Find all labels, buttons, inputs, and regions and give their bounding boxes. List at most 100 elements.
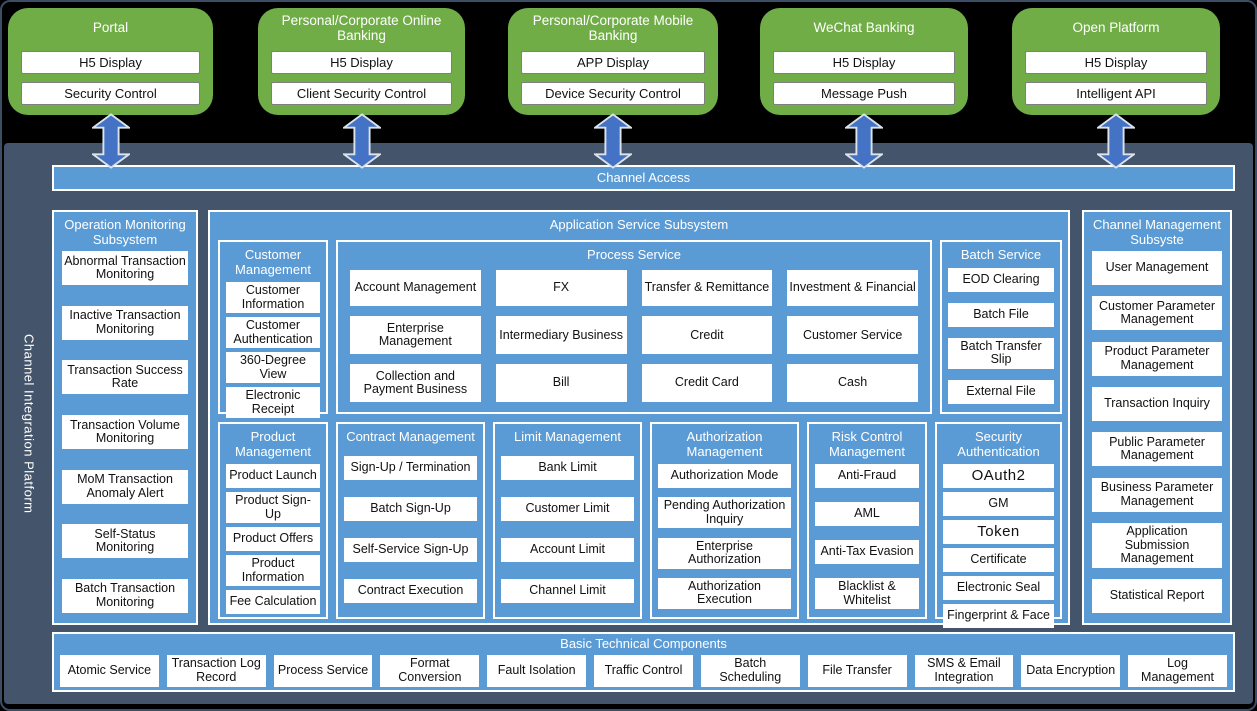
service-item: Self-Service Sign-Up	[344, 537, 477, 562]
service-item: Token	[943, 520, 1054, 545]
service-item: Product Launch	[226, 464, 320, 489]
section-title: Batch Service	[960, 247, 1042, 262]
section-title: Product Management	[235, 429, 311, 459]
double-arrow-icon	[92, 113, 130, 169]
channel-box-mobile-banking: Personal/Corporate Mobile Banking APP Di…	[508, 8, 718, 115]
section-title: Limit Management	[514, 429, 621, 444]
channel-title: Personal/Corporate Mobile Banking	[532, 12, 694, 43]
limit-management-items: Bank Limit Customer Limit Account Limit …	[501, 450, 634, 609]
component-item: File Transfer	[807, 654, 907, 687]
management-item: Business Parameter Management	[1092, 477, 1222, 512]
service-item: Batch Sign-Up	[344, 496, 477, 521]
service-item: Account Limit	[501, 537, 634, 562]
contract-management-items: Sign-Up / Termination Batch Sign-Up Self…	[344, 450, 477, 609]
service-item: Intermediary Business	[495, 316, 627, 355]
service-item: Blacklist & Whitelist	[815, 578, 919, 609]
service-item: Account Management	[350, 269, 481, 307]
service-item: Electronic Seal	[943, 576, 1054, 601]
contract-management-box: Contract Management Sign-Up / Terminatio…	[336, 422, 485, 619]
section-title: Risk Control Management	[829, 429, 905, 459]
double-arrow-icon	[594, 113, 632, 169]
service-item: Pending Authorization Inquiry	[658, 497, 791, 529]
product-management-items: Product Launch Product Sign-Up Product O…	[226, 464, 320, 615]
component-item: Batch Scheduling	[700, 654, 800, 687]
authorization-management-items: Authorization Mode Pending Authorization…	[658, 464, 791, 609]
channel-title: Personal/Corporate Online Banking	[281, 12, 442, 43]
service-item: Transfer & Remittance	[641, 269, 773, 307]
authorization-management-box: Authorization Management Authorization M…	[650, 422, 799, 619]
service-item: AML	[815, 502, 919, 527]
platform-vertical-label: Channel Integration Platform	[21, 333, 37, 514]
service-item: Customer Limit	[501, 496, 634, 521]
management-item: Product Parameter Management	[1092, 341, 1222, 376]
batch-service-box: Batch Service EOD Clearing Batch File Ba…	[940, 240, 1062, 414]
monitoring-item: Batch Transaction Monitoring	[62, 578, 188, 613]
double-arrow-icon	[343, 113, 381, 169]
monitoring-item: Inactive Transaction Monitoring	[62, 305, 188, 340]
basic-components-items: Atomic Service Transaction Log Record Pr…	[60, 654, 1227, 687]
service-item: Fee Calculation	[226, 590, 320, 615]
service-item: Product Sign-Up	[226, 492, 320, 524]
channel-box-wechat-banking: WeChat Banking H5 Display Message Push	[760, 8, 968, 115]
service-item: Credit Card	[641, 364, 773, 402]
basic-technical-components: Basic Technical Components Atomic Servic…	[52, 632, 1235, 692]
service-item: Product Information	[226, 555, 320, 587]
service-item: Investment & Financial	[787, 269, 918, 307]
service-item: Sign-Up / Termination	[344, 455, 477, 480]
channel-box-online-banking: Personal/Corporate Online Banking H5 Dis…	[258, 8, 465, 115]
channel-management-items: User Management Customer Parameter Manag…	[1092, 251, 1222, 613]
service-item: Anti-Fraud	[815, 464, 919, 489]
component-item: Format Conversion	[380, 654, 480, 687]
monitoring-item: Transaction Volume Monitoring	[62, 415, 188, 450]
application-service-subsystem: Application Service Subsystem Customer M…	[208, 210, 1070, 629]
service-item: External File	[948, 379, 1054, 404]
channel-capability: H5 Display	[271, 51, 452, 74]
channel-box-portal: Portal H5 Display Security Control	[8, 8, 213, 115]
double-arrow-icon	[1097, 113, 1135, 169]
service-item: Channel Limit	[501, 578, 634, 603]
component-item: Process Service	[273, 654, 373, 687]
risk-control-items: Anti-Fraud AML Anti-Tax Evasion Blacklis…	[815, 464, 919, 609]
channel-title: Open Platform	[1072, 20, 1160, 36]
section-title: Operation Monitoring Subsystem	[64, 217, 186, 247]
section-title: Application Service Subsystem	[549, 217, 729, 232]
monitoring-item: Abnormal Transaction Monitoring	[62, 251, 188, 286]
section-title: Customer Management	[235, 247, 311, 277]
component-item: SMS & Email Integration	[914, 654, 1014, 687]
limit-management-box: Limit Management Bank Limit Customer Lim…	[493, 422, 642, 619]
service-item: Product Offers	[226, 527, 320, 552]
component-item: Log Management	[1128, 654, 1227, 687]
channel-title: WeChat Banking	[813, 20, 915, 36]
service-item: Contract Execution	[344, 578, 477, 603]
channel-box-open-platform: Open Platform H5 Display Intelligent API	[1012, 8, 1220, 115]
component-item: Fault Isolation	[487, 654, 587, 687]
service-item: Batch File	[948, 302, 1054, 327]
section-title: Security Authentication	[957, 429, 1040, 459]
service-item: Cash	[787, 364, 918, 402]
component-item: Atomic Service	[60, 654, 159, 687]
channel-capability: H5 Display	[21, 51, 200, 74]
service-item: Customer Service	[787, 316, 918, 355]
channel-capability: Device Security Control	[521, 82, 705, 105]
monitoring-item: MoM Transaction Anomaly Alert	[62, 469, 188, 504]
risk-control-management-box: Risk Control Management Anti-Fraud AML A…	[807, 422, 927, 619]
channel-capability: H5 Display	[1025, 51, 1207, 74]
monitoring-item: Transaction Success Rate	[62, 360, 188, 395]
management-item: Public Parameter Management	[1092, 432, 1222, 467]
security-authentication-items: OAuth2 GM Token Certificate Electronic S…	[943, 464, 1054, 629]
service-item: FX	[495, 269, 627, 307]
process-service-box: Process Service Account Management FX Tr…	[336, 240, 932, 414]
batch-service-items: EOD Clearing Batch File Batch Transfer S…	[948, 267, 1054, 404]
operation-monitoring-subsystem: Operation Monitoring Subsystem Abnormal …	[52, 210, 198, 625]
management-item: Application Submission Management	[1092, 523, 1222, 568]
channel-title: Portal	[92, 20, 129, 36]
service-item: Customer Information	[226, 282, 320, 314]
service-item: EOD Clearing	[948, 267, 1054, 292]
service-item: Certificate	[943, 548, 1054, 573]
section-title: Process Service	[587, 247, 681, 262]
section-title: Authorization Management	[686, 429, 763, 459]
double-arrow-icon	[845, 113, 883, 169]
section-title: Channel Management Subsyste	[1093, 217, 1221, 247]
service-item: 360-Degree View	[226, 352, 320, 384]
